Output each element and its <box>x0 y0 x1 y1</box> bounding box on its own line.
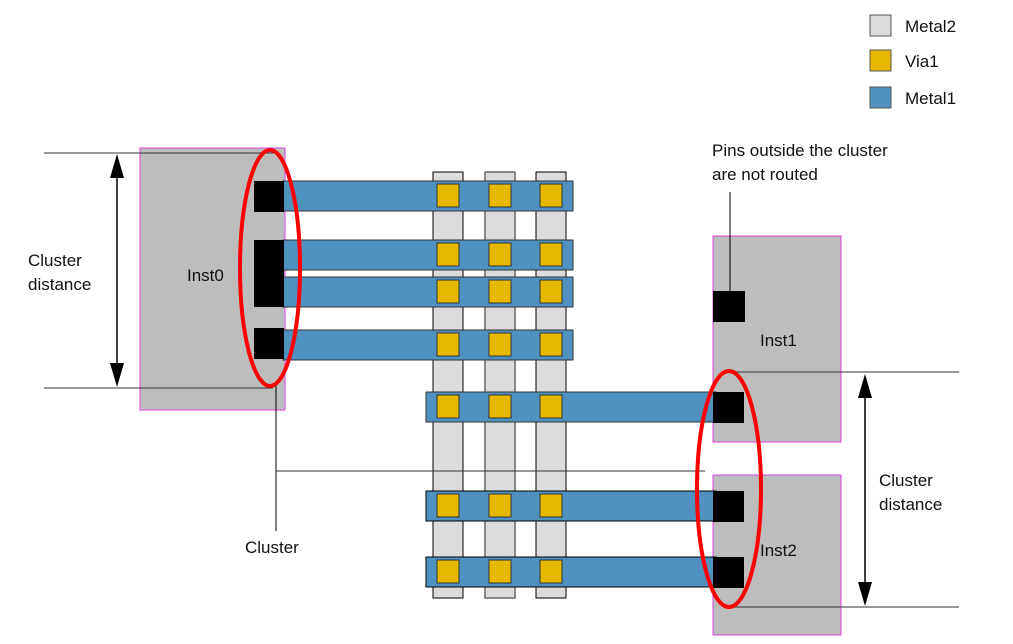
via1 <box>488 242 512 267</box>
via1 <box>436 394 460 419</box>
pin <box>254 181 284 212</box>
arrow-up-icon <box>110 154 124 178</box>
pins <box>254 181 745 588</box>
via1 <box>539 332 563 357</box>
legend-label-via1: Via1 <box>905 52 939 71</box>
via1-group <box>436 183 563 584</box>
via1 <box>539 183 563 208</box>
via1 <box>539 493 563 518</box>
arrow-down-icon <box>110 363 124 387</box>
pin <box>713 557 744 588</box>
cluster-ellipse-left <box>238 148 302 388</box>
metal1-wire <box>425 490 717 522</box>
metal2-columns <box>432 171 567 599</box>
cluster-label: Cluster <box>245 538 299 557</box>
cluster-distance-right-label-line1: Cluster <box>879 471 933 490</box>
pin <box>254 240 284 307</box>
legend-label-metal1: Metal1 <box>905 89 956 108</box>
via1 <box>488 394 512 419</box>
cluster-callout <box>275 383 705 531</box>
via1 <box>488 279 512 304</box>
cluster-distance-right-dimension <box>730 371 959 608</box>
legend: Metal2 Via1 Metal1 <box>869 14 956 109</box>
metal1-wire <box>282 239 574 271</box>
via1 <box>488 332 512 357</box>
metal2-column <box>535 171 567 599</box>
pin <box>713 491 744 522</box>
via1 <box>539 242 563 267</box>
via1 <box>436 332 460 357</box>
pin <box>254 328 284 359</box>
metal1-wire <box>425 556 717 588</box>
metal1-wire <box>282 276 574 308</box>
via1 <box>436 183 460 208</box>
via1 <box>488 183 512 208</box>
via1 <box>436 279 460 304</box>
instance-label-inst2: Inst2 <box>760 541 797 560</box>
legend-swatch-via1 <box>869 49 892 72</box>
via1 <box>436 559 460 584</box>
pins-note-line1: Pins outside the cluster <box>712 141 888 160</box>
via1 <box>539 279 563 304</box>
metal2-column <box>484 171 516 599</box>
metal1-wire <box>425 391 717 423</box>
via1 <box>488 559 512 584</box>
metal1-wires <box>282 180 717 588</box>
legend-swatch-metal1 <box>869 86 892 109</box>
cluster-distance-left-dimension <box>44 152 273 389</box>
metal1-wire <box>282 180 574 212</box>
via1 <box>436 242 460 267</box>
via1 <box>436 493 460 518</box>
arrow-down-icon <box>858 582 872 606</box>
cluster-ellipse-right <box>695 369 763 609</box>
cluster-distance-right-label-line2: distance <box>879 495 942 514</box>
arrow-up-icon <box>858 374 872 398</box>
legend-swatch-metal2 <box>869 14 892 37</box>
metal1-wire <box>282 329 574 361</box>
via1 <box>539 559 563 584</box>
cluster-distance-left-label-line1: Cluster <box>28 251 82 270</box>
instance-label-inst0: Inst0 <box>187 266 224 285</box>
pin-unrouted <box>713 291 745 322</box>
cluster-distance-left-label-line2: distance <box>28 275 91 294</box>
pin <box>713 392 744 423</box>
legend-label-metal2: Metal2 <box>905 17 956 36</box>
via1 <box>488 493 512 518</box>
pins-note-line2: are not routed <box>712 165 818 184</box>
metal2-column <box>432 171 464 599</box>
instance-label-inst1: Inst1 <box>760 331 797 350</box>
via1 <box>539 394 563 419</box>
